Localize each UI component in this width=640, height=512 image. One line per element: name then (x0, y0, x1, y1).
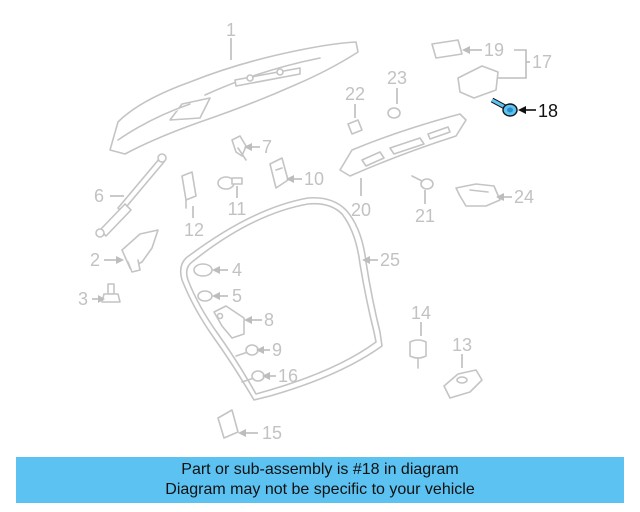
callout-1: 1 (226, 20, 236, 40)
part-23-grommet[interactable] (387, 107, 401, 119)
callout-10: 10 (304, 169, 324, 189)
callout-4: 4 (232, 260, 242, 280)
part-24-bracket[interactable] (455, 183, 501, 207)
callout-16: 16 (278, 366, 298, 386)
part-12-bracket[interactable] (181, 171, 197, 209)
callout-25: 25 (380, 250, 400, 270)
callout-20: 20 (351, 200, 371, 220)
part-21-bolt[interactable] (411, 175, 434, 190)
part-11-bolt[interactable] (217, 176, 243, 190)
part-1-liftgate-panel[interactable] (109, 41, 359, 155)
callout-2: 2 (90, 250, 100, 270)
part-2-hinge[interactable] (121, 229, 159, 273)
callout-11: 11 (228, 199, 247, 219)
callout-3: 3 (78, 289, 88, 309)
callout-14: 14 (411, 303, 431, 323)
part-18-screw[interactable] (490, 97, 518, 117)
info-banner: Part or sub-assembly is #18 in diagram D… (16, 457, 624, 503)
part-17-latch[interactable] (457, 65, 499, 99)
part-13-latch-base[interactable] (443, 369, 483, 399)
part-22-block[interactable] (347, 119, 363, 135)
callout-6: 6 (94, 186, 104, 206)
part-25-weatherstrip[interactable] (179, 196, 383, 401)
callout-24: 24 (514, 187, 534, 207)
callout-13: 13 (452, 335, 472, 355)
part-20-garnish[interactable] (339, 113, 467, 177)
callout-18: 18 (538, 101, 558, 121)
callout-22: 22 (345, 84, 365, 104)
part-3-bolt[interactable] (101, 283, 121, 303)
callout-15: 15 (262, 423, 282, 443)
part-7-clip[interactable] (231, 135, 247, 161)
banner-line-part-number: Part or sub-assembly is #18 in diagram (181, 461, 459, 478)
callout-12: 12 (184, 220, 204, 240)
callout-19: 19 (484, 40, 504, 60)
part-14-stopper[interactable] (409, 339, 427, 369)
part-5-nut[interactable] (197, 290, 213, 302)
callout-5: 5 (232, 286, 242, 306)
part-4-bumper[interactable] (193, 263, 213, 277)
callout-17: 17 (532, 52, 552, 72)
callout-9: 9 (272, 340, 282, 360)
part-8-striker[interactable] (213, 305, 245, 339)
part-10-bracket[interactable] (269, 157, 289, 189)
callout-8: 8 (264, 310, 274, 330)
part-15-pad[interactable] (217, 409, 239, 439)
part-6-gas-strut[interactable] (95, 153, 167, 238)
part-16-bolt[interactable] (241, 370, 265, 383)
banner-line-disclaimer: Diagram may not be specific to your vehi… (165, 481, 475, 498)
callout-7: 7 (262, 137, 272, 157)
callout-21: 21 (415, 206, 435, 226)
part-19-connector[interactable] (431, 39, 463, 59)
callout-23: 23 (387, 68, 407, 88)
